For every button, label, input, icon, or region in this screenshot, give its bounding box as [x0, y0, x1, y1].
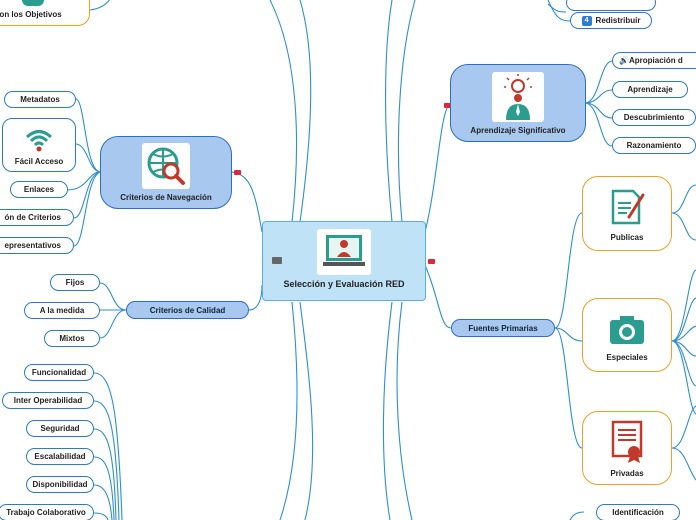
- collapse-marker[interactable]: [444, 103, 451, 108]
- globe-search-icon: [142, 143, 190, 189]
- metadatos-label: Metadatos: [20, 95, 60, 104]
- identificacion-node[interactable]: Identificación: [596, 504, 680, 520]
- seguridad-node[interactable]: Seguridad: [26, 420, 94, 437]
- facil-acceso-label: Fácil Acceso: [14, 156, 64, 166]
- criterios-label: ón de Criterios: [4, 213, 61, 222]
- redistribuir-node[interactable]: 4 Redistribuir: [570, 12, 652, 29]
- fuentes-label: Fuentes Primarias: [468, 323, 538, 333]
- fijos-node[interactable]: Fijos: [50, 274, 100, 291]
- identificacion-label: Identificación: [612, 508, 664, 517]
- aprendizaje-label: Aprendizaje Significativo: [470, 125, 566, 135]
- wifi-icon: [22, 124, 56, 155]
- objetivos-node[interactable]: a con los Objetivos: [0, 0, 90, 26]
- redistribuir-label: Redistribuir: [595, 16, 641, 25]
- idea-person-icon: [492, 71, 544, 122]
- aprendizaje-item-node[interactable]: Aprendizaje: [612, 81, 688, 98]
- criterios-node[interactable]: ón de Criterios: [0, 209, 74, 226]
- razonamiento-label: Razonamiento: [626, 141, 682, 150]
- mixtos-label: Mixtos: [59, 334, 85, 343]
- facil-acceso-node[interactable]: Fácil Acceso: [2, 118, 76, 172]
- representativos-node[interactable]: epresentativos: [0, 237, 74, 254]
- funcionalidad-label: Funcionalidad: [31, 368, 87, 377]
- enlaces-label: Enlaces: [23, 185, 55, 194]
- inter-operabilidad-node[interactable]: Inter Operabilidad: [2, 392, 94, 409]
- especiales-node[interactable]: Especiales: [582, 298, 672, 372]
- funcionalidad-node[interactable]: Funcionalidad: [24, 364, 94, 381]
- aprendizaje-item-label: Aprendizaje: [627, 85, 673, 94]
- speaker-icon: 🔊: [619, 56, 629, 65]
- publicas-node[interactable]: Publicas: [582, 176, 672, 251]
- objetivos-label: a con los Objetivos: [0, 10, 62, 19]
- apropiacion-label: Apropiación d: [629, 56, 683, 65]
- presenter-screen-icon: [317, 229, 371, 275]
- especiales-label: Especiales: [606, 352, 648, 362]
- metadatos-node[interactable]: Metadatos: [4, 91, 76, 108]
- aprendizaje-node[interactable]: Aprendizaje Significativo: [450, 64, 586, 142]
- fijos-label: Fijos: [65, 278, 85, 287]
- descubrimiento-node[interactable]: Descubrimiento: [612, 109, 696, 126]
- a-la-medida-node[interactable]: A la medida: [24, 302, 100, 319]
- collapse-marker[interactable]: [428, 259, 435, 264]
- fuentes-node[interactable]: Fuentes Primarias: [451, 319, 555, 337]
- navegacion-label: Criterios de Navegación: [120, 193, 212, 202]
- central-node[interactable]: Selección y Evaluación RED: [262, 221, 426, 301]
- collapse-marker[interactable]: [234, 170, 241, 175]
- document-pen-icon: [604, 185, 650, 229]
- seguridad-label: Seguridad: [40, 424, 80, 433]
- disponibilidad-node[interactable]: Disponibilidad: [26, 476, 94, 493]
- disponibilidad-label: Disponibilidad: [32, 480, 88, 489]
- calidad-node[interactable]: Criterios de Calidad: [126, 301, 249, 319]
- number-badge-icon: 4: [581, 15, 592, 26]
- enlaces-node[interactable]: Enlaces: [10, 181, 68, 198]
- certificate-icon: [605, 418, 649, 465]
- monitor-icon: [272, 257, 282, 264]
- razonamiento-node[interactable]: Razonamiento: [612, 137, 696, 154]
- top-right-partial-node[interactable]: [566, 0, 656, 11]
- inter-operabilidad-label: Inter Operabilidad: [13, 396, 83, 405]
- apropiacion-node[interactable]: 🔊 Apropiación d: [612, 52, 696, 69]
- camera-icon: [604, 308, 650, 349]
- publicas-label: Publicas: [610, 233, 644, 242]
- escalabilidad-label: Escalabilidad: [34, 452, 86, 461]
- a-la-medida-label: A la medida: [39, 306, 85, 315]
- descubrimiento-label: Descubrimiento: [623, 113, 685, 122]
- trabajo-colaborativo-label: Trabajo Colaborativo: [6, 508, 86, 517]
- escalabilidad-node[interactable]: Escalabilidad: [26, 448, 94, 465]
- objetivos-icon: [22, 0, 44, 6]
- navegacion-node[interactable]: Criterios de Navegación: [100, 136, 232, 209]
- central-label: Selección y Evaluación RED: [283, 279, 405, 289]
- trabajo-colaborativo-node[interactable]: Trabajo Colaborativo: [0, 504, 94, 520]
- calidad-label: Criterios de Calidad: [149, 305, 226, 315]
- privadas-node[interactable]: Privadas: [582, 411, 672, 485]
- mixtos-node[interactable]: Mixtos: [44, 330, 100, 347]
- representativos-label: epresentativos: [4, 241, 61, 250]
- privadas-label: Privadas: [610, 468, 644, 478]
